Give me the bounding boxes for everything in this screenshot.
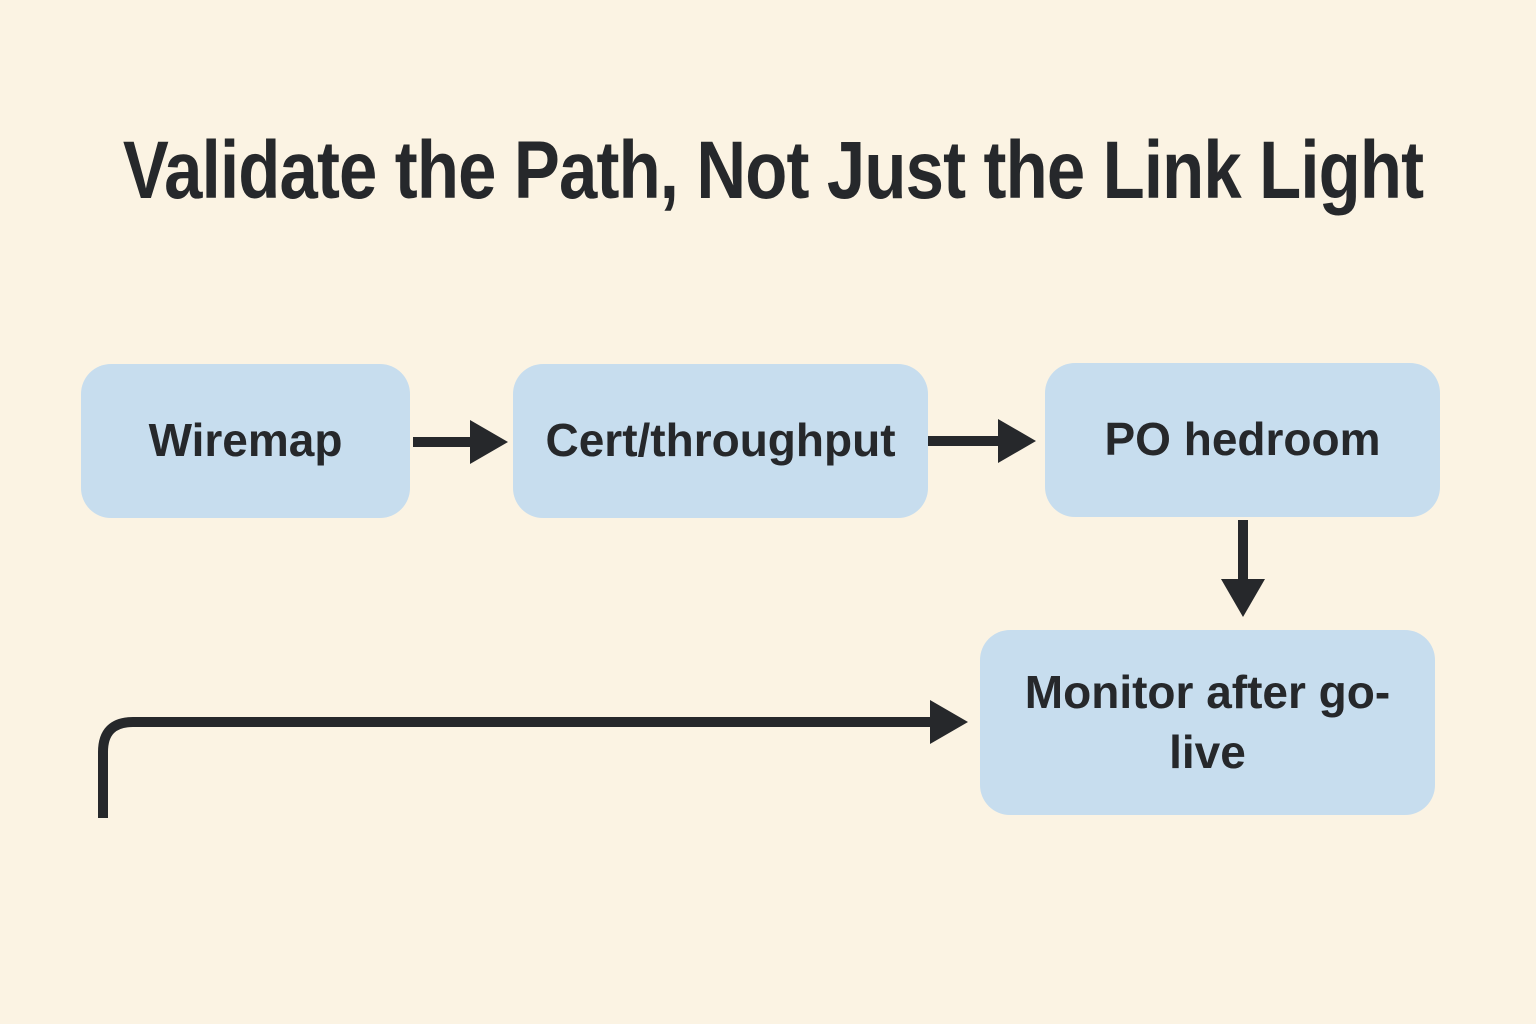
node-cert-throughput: Cert/throughput [513,364,928,518]
diagram-title: Validate the Path, Not Just the Link Lig… [122,125,1424,216]
arrow-wiremap-to-cert [413,420,508,464]
arrow-cert-to-po [928,419,1036,463]
arrow-po-to-monitor [1221,520,1265,617]
node-cert-throughput-label: Cert/throughput [545,414,896,467]
node-wiremap: Wiremap [81,364,410,518]
node-wiremap-label: Wiremap [148,414,343,467]
node-po-hedroom: PO hedroom [1045,363,1440,517]
node-po-hedroom-label: PO hedroom [1104,413,1381,466]
node-monitor-after-go-live: Monitor after go-live [980,630,1435,815]
arrow-elbow-to-monitor [98,700,968,818]
node-monitor-after-go-live-label: Monitor after go-live [1024,665,1391,778]
